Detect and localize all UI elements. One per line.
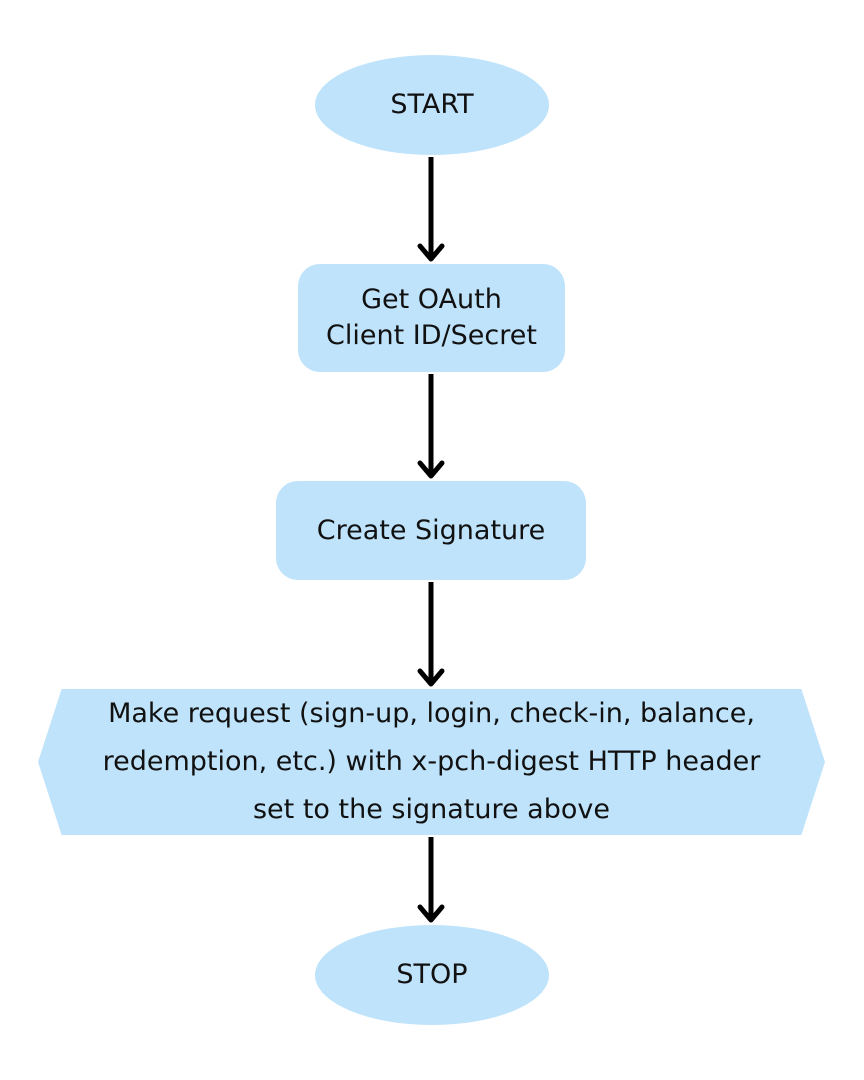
stop-node: STOP [315, 925, 549, 1025]
request-label-line-1: Make request (sign-up, login, check-in, … [108, 698, 755, 729]
start-node: START [315, 55, 549, 155]
arrow-signature-to-request [417, 582, 445, 687]
create-signature-node: Create Signature [276, 481, 586, 580]
start-label: START [390, 89, 474, 120]
arrow-start-to-oauth [417, 157, 445, 262]
make-request-node: Make request (sign-up, login, check-in, … [38, 689, 825, 835]
arrow-oauth-to-signature [417, 374, 445, 479]
get-oauth-node: Get OAuth Client ID/Secret [298, 264, 565, 372]
request-label-line-3: set to the signature above [252, 794, 610, 825]
arrow-request-to-stop [417, 837, 445, 923]
oauth-label-line-2: Client ID/Secret [326, 320, 537, 351]
oauth-label-line-1: Get OAuth [361, 284, 502, 315]
request-label-line-2: redemption, etc.) with x-pch-digest HTTP… [102, 746, 761, 777]
signature-label: Create Signature [316, 514, 546, 546]
stop-label: STOP [396, 959, 468, 990]
